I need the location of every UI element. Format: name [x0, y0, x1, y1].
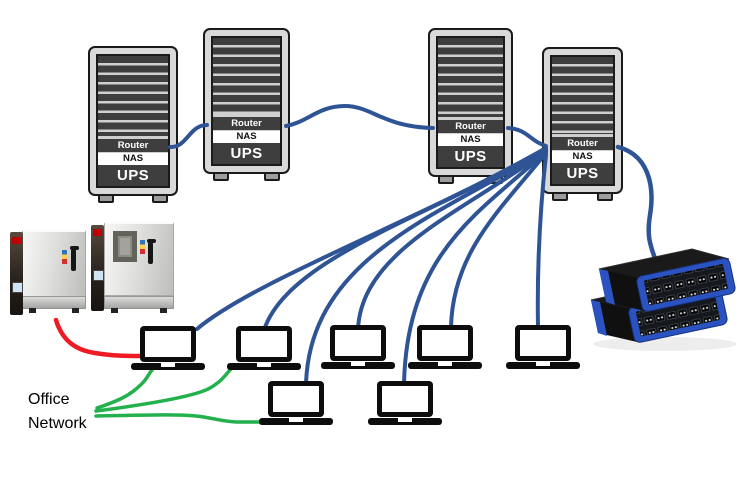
- cable-rack4-laptop4: [449, 151, 548, 329]
- rack4-nas-label: NAS: [552, 151, 613, 163]
- server-rack-3: Router NAS UPS: [428, 28, 513, 184]
- port-device-1: [598, 248, 736, 312]
- laptop-base: [408, 362, 482, 369]
- chamber-door-handle: [147, 239, 156, 264]
- rack-slot-rows: [213, 38, 280, 117]
- rack4-router-label: Router: [552, 137, 613, 151]
- laptop-screen: [377, 381, 433, 417]
- chamber-display: [12, 282, 23, 293]
- cable-rack4-laptop5: [535, 153, 548, 329]
- laptop-screen: [236, 326, 292, 362]
- rack-slot-rows: [438, 38, 503, 120]
- rack1-ups-label: UPS: [98, 165, 168, 186]
- office-network-label-line2: Network: [28, 415, 87, 432]
- rack1-nas-label: NAS: [98, 153, 168, 165]
- chamber-logo: [12, 237, 21, 244]
- rack-foot: [438, 175, 454, 184]
- laptop-base: [506, 362, 580, 369]
- server-rack-2: Router NAS UPS: [203, 28, 290, 181]
- rack-slot-rows: [552, 57, 613, 137]
- rack3-nas-label: NAS: [438, 134, 503, 146]
- chamber-logo: [93, 229, 102, 236]
- chamber-control-column: [91, 225, 104, 311]
- laptop-base: [131, 363, 205, 370]
- rack2-router-label: Router: [213, 117, 280, 131]
- rack-foot: [213, 172, 229, 181]
- cable-rack4-laptop6: [304, 148, 548, 386]
- rack-front-panel: Router NAS UPS: [436, 36, 505, 169]
- rack-front-panel: Router NAS UPS: [211, 36, 282, 166]
- office-network-label: Office Network: [28, 388, 87, 436]
- rack-front-panel: Router NAS UPS: [550, 55, 615, 186]
- laptop-screen: [140, 326, 196, 362]
- cable-chamber-laptop1: [53, 317, 146, 359]
- rack-foot: [264, 172, 280, 181]
- rack3-ups-label: UPS: [438, 146, 503, 167]
- test-chamber-1: [10, 222, 88, 317]
- laptop-base: [368, 418, 442, 425]
- test-chamber-2: [82, 218, 176, 315]
- laptop-screen: [417, 325, 473, 361]
- laptop-screen: [330, 325, 386, 361]
- cable-rack4-laptop3: [356, 149, 548, 331]
- laptop-base: [259, 418, 333, 425]
- cable-rack2-rack3: [284, 103, 435, 130]
- rack-front-panel: Router NAS UPS: [96, 54, 170, 188]
- chamber-base: [104, 296, 174, 313]
- chamber-door-handle: [70, 246, 79, 271]
- cable-office-laptop2: [94, 365, 235, 413]
- cable-office-laptop6: [94, 413, 264, 424]
- chamber-display: [93, 270, 104, 281]
- rack-foot: [552, 192, 568, 201]
- laptop-base: [321, 362, 395, 369]
- cable-rack3-rack4: [506, 126, 548, 148]
- chamber-door-window: [113, 231, 137, 262]
- rack1-router-label: Router: [98, 139, 168, 153]
- rack4-ups-label: UPS: [552, 163, 613, 184]
- cable-rack4-portunits: [615, 144, 659, 265]
- rack-slot-rows: [98, 56, 168, 139]
- chamber-base: [22, 296, 86, 313]
- port-device-stack: [590, 248, 737, 351]
- chamber-stickers: [140, 240, 145, 254]
- rack-foot: [98, 194, 114, 203]
- rack2-ups-label: UPS: [213, 143, 280, 164]
- chamber-control-column: [10, 232, 23, 315]
- laptop-screen: [268, 381, 324, 417]
- cable-rack4-laptop2: [262, 147, 548, 332]
- cable-rack1-rack2: [168, 123, 209, 149]
- office-network-label-line1: Office: [28, 391, 70, 408]
- rack3-router-label: Router: [438, 120, 503, 134]
- server-rack-1: Router NAS UPS: [88, 46, 178, 203]
- chamber-body: [22, 230, 86, 297]
- laptop-screen: [515, 325, 571, 361]
- cable-rack4-laptop7: [402, 150, 548, 386]
- laptop-base: [227, 363, 301, 370]
- rack-foot: [152, 194, 168, 203]
- cable-office-laptop1: [95, 368, 154, 410]
- server-rack-4: Router NAS UPS: [542, 47, 623, 201]
- rack2-nas-label: NAS: [213, 131, 280, 143]
- chamber-stickers: [62, 250, 67, 264]
- rack-foot: [597, 192, 613, 201]
